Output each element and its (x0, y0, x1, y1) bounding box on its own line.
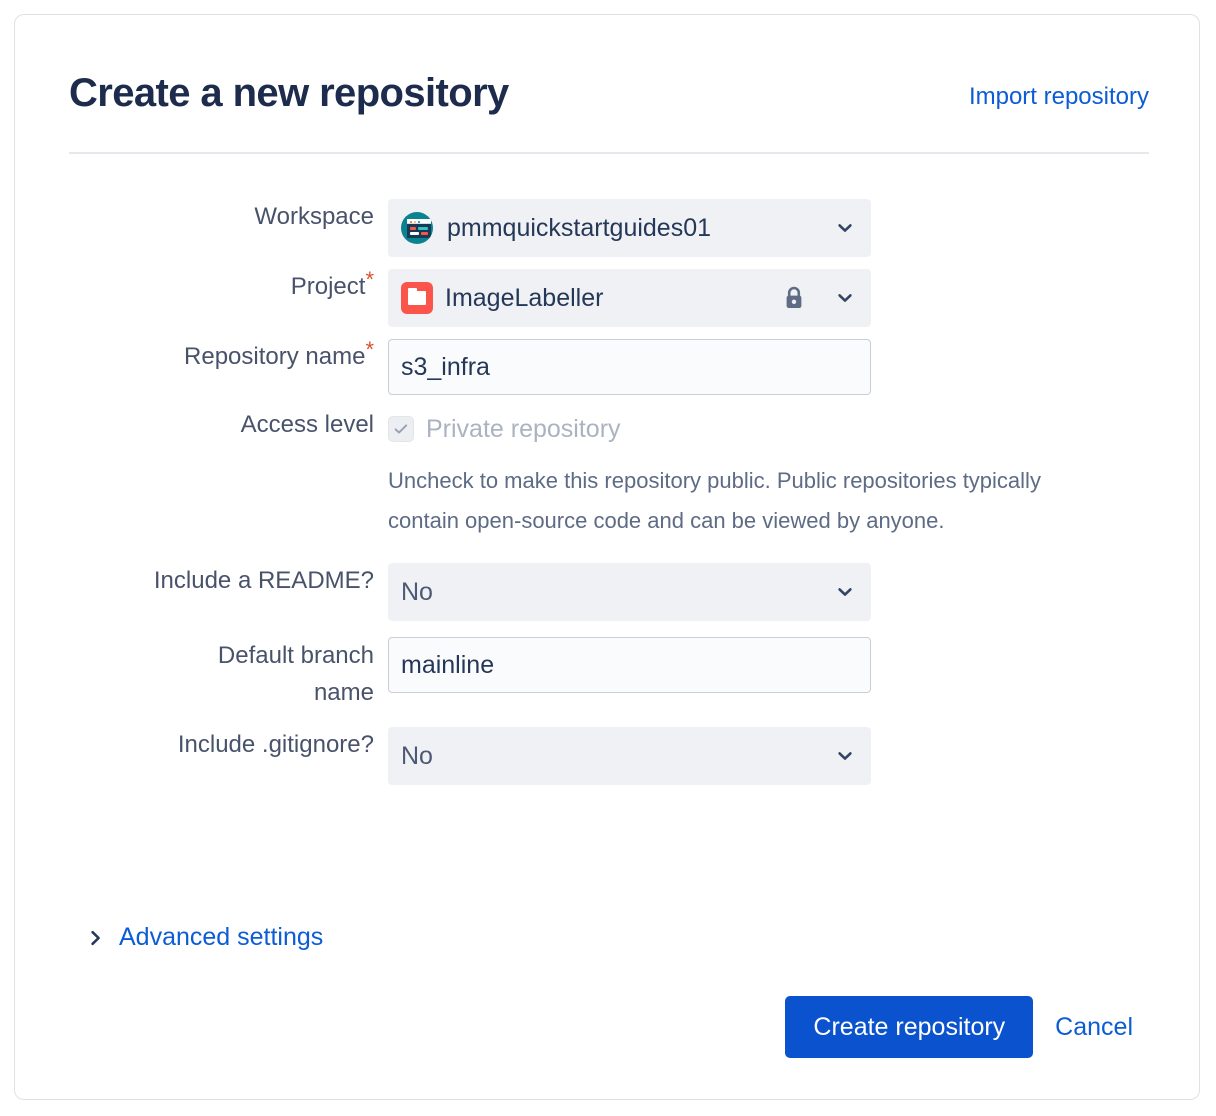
create-repository-card: Create a new repository Import repositor… (14, 14, 1200, 1100)
workspace-select[interactable]: pmmquickstartguides01 (388, 199, 871, 257)
card-header: Create a new repository Import repositor… (69, 73, 1149, 151)
include-gitignore-select[interactable]: No (388, 727, 871, 785)
access-level-field: Private repository Uncheck to make this … (388, 407, 1201, 541)
repository-name-required-marker: * (365, 337, 374, 362)
repository-name-input[interactable] (388, 339, 871, 395)
chevron-down-icon (834, 217, 856, 239)
chevron-right-icon (85, 928, 107, 948)
include-readme-field: No (388, 563, 1201, 621)
workspace-value: pmmquickstartguides01 (447, 213, 712, 242)
check-icon (394, 424, 408, 434)
chevron-down-icon (834, 745, 856, 767)
project-required-marker: * (365, 267, 374, 292)
default-branch-name-field (388, 637, 1201, 693)
default-branch-name-label-line1: Default branch (217, 642, 374, 669)
advanced-settings-label: Advanced settings (119, 923, 324, 951)
chevron-down-icon (834, 287, 856, 309)
private-repository-label: Private repository (426, 414, 621, 443)
include-gitignore-label: Include .gitignore? (177, 731, 374, 758)
workspace-avatar-icon (401, 212, 433, 244)
project-value: ImageLabeller (445, 283, 604, 312)
include-gitignore-field: No (388, 727, 1201, 785)
repository-name-label-text: Repository name (184, 343, 366, 370)
workspace-field: pmmquickstartguides01 (388, 199, 1201, 257)
repository-name-row: Repository name* (15, 339, 1201, 395)
repository-name-field (388, 339, 1201, 395)
project-select[interactable]: ImageLabeller (388, 269, 871, 327)
include-readme-select[interactable]: No (388, 563, 871, 621)
project-field: ImageLabeller (388, 269, 1201, 327)
create-repository-form: Workspace (15, 199, 1201, 785)
include-readme-value: No (401, 577, 433, 606)
include-readme-row: Include a README? No (15, 563, 1201, 621)
access-level-label: Access level (240, 411, 374, 438)
chevron-down-icon (834, 581, 856, 603)
default-branch-name-row: Default branch name (15, 637, 1201, 711)
default-branch-name-label-line2: name (313, 679, 374, 706)
include-gitignore-value: No (401, 741, 433, 770)
import-repository-link[interactable]: Import repository (968, 83, 1149, 110)
workspace-label: Workspace (254, 203, 374, 230)
page-title: Create a new repository (69, 71, 509, 115)
project-label: Project* (15, 269, 388, 305)
private-repository-checkbox-row[interactable]: Private repository (388, 407, 1201, 449)
card-footer: Create repository Cancel (785, 996, 1137, 1058)
cancel-button[interactable]: Cancel (1051, 1013, 1137, 1042)
lock-icon (780, 283, 808, 313)
create-repository-button[interactable]: Create repository (785, 996, 1034, 1058)
workspace-row: Workspace (15, 199, 1201, 257)
project-row: Project* ImageLabeller (15, 269, 1201, 327)
default-branch-name-input[interactable] (388, 637, 871, 693)
header-divider (69, 152, 1149, 154)
access-level-row: Access level Private repository Uncheck … (15, 407, 1201, 541)
private-repository-checkbox[interactable] (388, 416, 414, 442)
include-gitignore-row: Include .gitignore? No (15, 727, 1201, 785)
project-folder-icon (401, 282, 433, 314)
project-label-text: Project (290, 273, 366, 300)
include-readme-label: Include a README? (153, 567, 374, 594)
access-level-help-text: Uncheck to make this repository public. … (388, 468, 1041, 533)
repository-name-label: Repository name* (15, 339, 388, 375)
advanced-settings-toggle[interactable]: Advanced settings (85, 923, 323, 952)
default-branch-name-label: Default branch name (15, 637, 388, 711)
